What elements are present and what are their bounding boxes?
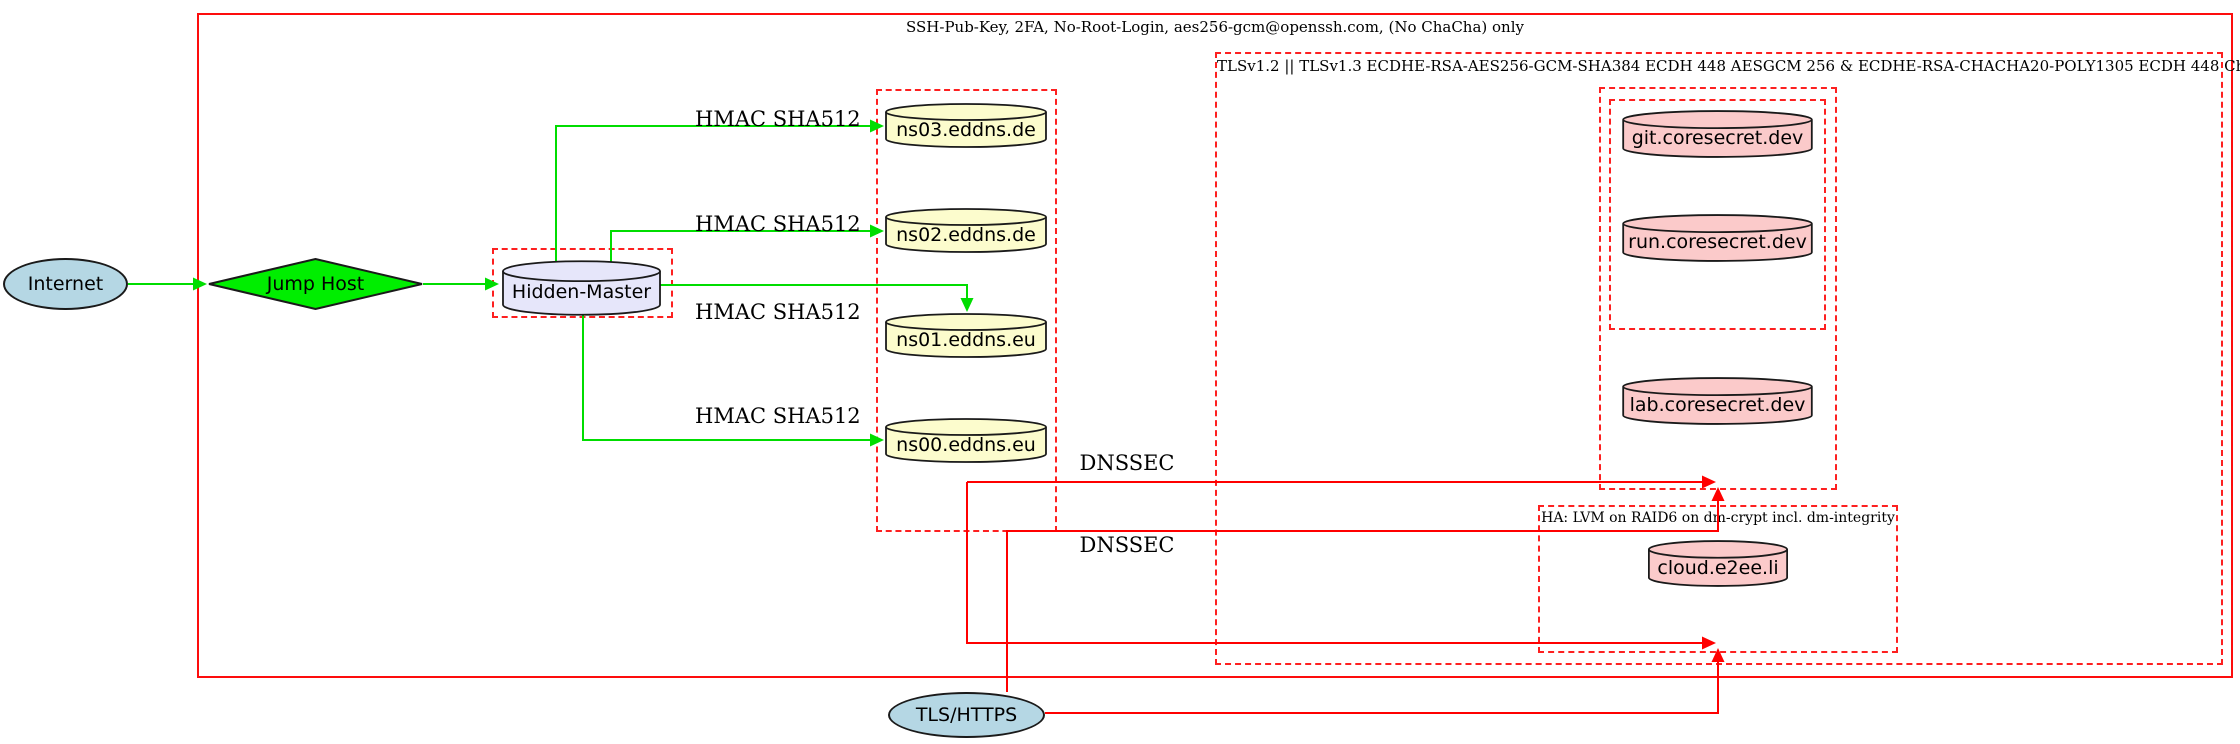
cylinder-shape bbox=[885, 208, 1047, 253]
node-cloud-label: cloud.e2ee.li bbox=[1657, 556, 1779, 579]
cylinder-shape bbox=[1648, 540, 1788, 587]
cluster-ssh-label: SSH-Pub-Key, 2FA, No-Root-Login, aes256-… bbox=[906, 18, 1524, 36]
arrowhead-hiddenmaster-ns03 bbox=[870, 119, 884, 133]
node-ns01: ns01.eddns.eu bbox=[885, 313, 1047, 358]
node-jump-host: Jump Host bbox=[208, 258, 423, 310]
cluster-tls-label: TLSv1.2 || TLSv1.3 ECDHE-RSA-AES256-GCM-… bbox=[1217, 57, 2240, 75]
node-run-coresecret: run.coresecret.dev bbox=[1622, 214, 1813, 262]
arrowhead-hiddenmaster-ns02 bbox=[870, 224, 884, 238]
edge-tlshttps-coresecret bbox=[1006, 501, 1719, 692]
arrowhead-jumphost-hiddenmaster bbox=[485, 277, 499, 291]
node-ns00-label: ns00.eddns.eu bbox=[896, 433, 1036, 456]
arrowhead-tlshttps-ha bbox=[1711, 648, 1725, 662]
node-git-label: git.coresecret.dev bbox=[1631, 127, 1804, 150]
edge-hiddenmaster-ns02 bbox=[610, 230, 870, 265]
node-ns01-label: ns01.eddns.eu bbox=[896, 328, 1036, 351]
arrowhead-hiddenmaster-ns01 bbox=[960, 298, 974, 312]
cluster-ssh-box: SSH-Pub-Key, 2FA, No-Root-Login, aes256-… bbox=[197, 13, 2233, 678]
edge-label-hmac-2: HMAC SHA512 bbox=[695, 212, 861, 236]
node-run-label: run.coresecret.dev bbox=[1628, 231, 1807, 254]
node-hidden-master-label: Hidden-Master bbox=[511, 281, 652, 304]
cylinder-shape bbox=[885, 313, 1047, 358]
edge-hiddenmaster-ns03 bbox=[555, 125, 870, 265]
edge-label-dnssec-2: DNSSEC bbox=[1079, 533, 1175, 557]
cylinder-shape bbox=[1622, 214, 1813, 262]
node-lab-coresecret: lab.coresecret.dev bbox=[1622, 377, 1813, 425]
node-tls-https: TLS/HTTPS bbox=[888, 692, 1045, 738]
node-ns03-label: ns03.eddns.de bbox=[896, 118, 1036, 141]
node-ns00: ns00.eddns.eu bbox=[885, 418, 1047, 463]
cylinder-shape bbox=[885, 418, 1047, 463]
arrowhead-tlshttps-coresecret bbox=[1711, 487, 1725, 501]
node-internet: Internet bbox=[3, 258, 128, 310]
arrowhead-internet-jumphost bbox=[193, 277, 207, 291]
edge-hiddenmaster-ns01 bbox=[655, 284, 968, 298]
diamond-shape bbox=[208, 258, 423, 310]
node-cloud-e2ee: cloud.e2ee.li bbox=[1648, 540, 1788, 587]
node-tls-https-label: TLS/HTTPS bbox=[915, 703, 1018, 726]
cluster-coresecret-inner-box bbox=[1609, 99, 1826, 330]
edge-label-hmac-1: HMAC SHA512 bbox=[695, 107, 861, 131]
node-ns02: ns02.eddns.de bbox=[885, 208, 1047, 253]
edge-tlshttps-ha bbox=[1045, 662, 1719, 714]
arrowhead-hiddenmaster-ns00 bbox=[870, 433, 884, 447]
node-git-coresecret: git.coresecret.dev bbox=[1622, 110, 1813, 158]
edge-ns00-ha-dnssec bbox=[966, 482, 1702, 644]
cylinder-shape bbox=[1622, 110, 1813, 158]
edge-label-hmac-3: HMAC SHA512 bbox=[695, 300, 861, 324]
node-ns03: ns03.eddns.de bbox=[885, 103, 1047, 148]
cylinder-shape bbox=[502, 260, 661, 316]
edge-label-hmac-4: HMAC SHA512 bbox=[695, 404, 861, 428]
cylinder-shape bbox=[885, 103, 1047, 148]
node-jump-host-label: Jump Host bbox=[266, 272, 365, 295]
arrowhead-ns00-ha bbox=[1702, 636, 1716, 650]
node-hidden-master: Hidden-Master bbox=[502, 260, 661, 316]
edge-hiddenmaster-ns00 bbox=[582, 312, 870, 441]
edge-label-dnssec-1: DNSSEC bbox=[1079, 451, 1175, 475]
node-internet-label: Internet bbox=[27, 272, 104, 295]
arrowhead-ns00-coresecret bbox=[1702, 475, 1716, 489]
cylinder-shape bbox=[1622, 377, 1813, 425]
node-ns02-label: ns02.eddns.de bbox=[896, 223, 1036, 246]
node-lab-label: lab.coresecret.dev bbox=[1629, 394, 1806, 417]
